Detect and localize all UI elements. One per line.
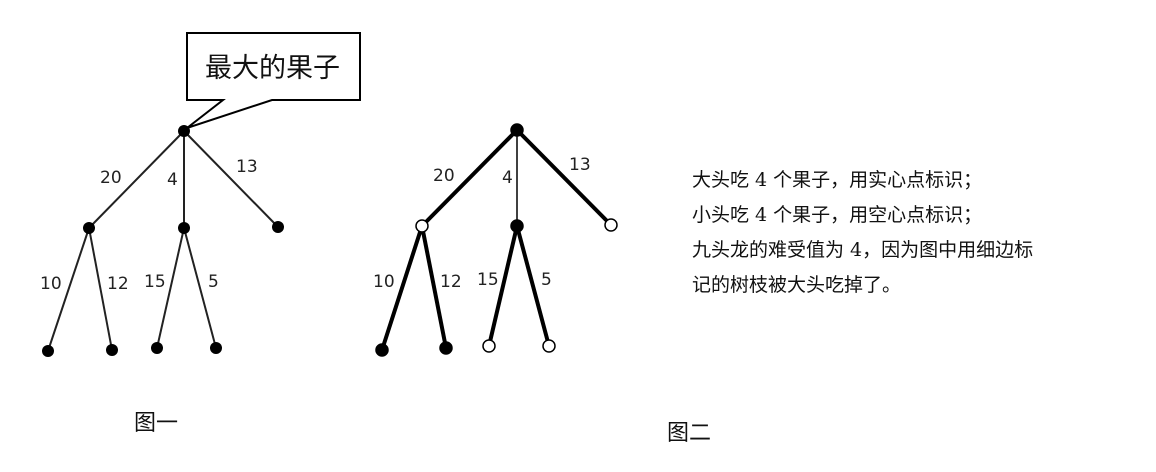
edge-label: 13 [569,155,591,175]
edge-20 [88,130,185,229]
edge-5 [515,225,551,347]
edge-label: 10 [40,274,62,294]
edge-12 [88,227,113,351]
node [151,342,163,354]
edge-15 [156,227,185,349]
figure2-caption: 图二 [667,421,712,446]
note-line: 小头吃 4 个果子，用空心点标识； [692,204,983,226]
node [106,344,118,356]
note-line: 记的树枝被大头吃掉了。 [692,274,902,296]
node [272,221,284,233]
callout-box [186,32,361,129]
edge-label: 12 [107,274,129,294]
node-filled [510,123,524,137]
node-hollow [415,219,429,233]
edge-15 [487,225,519,347]
edge-label: 12 [440,272,462,292]
edge-label: 5 [208,272,219,292]
figure1-edges [47,130,279,352]
node-root [178,125,190,137]
callout-text: 最大的果子 [205,53,340,84]
figure2-edges [380,128,613,351]
edge-label: 20 [433,166,455,186]
edge-label: 4 [502,168,513,188]
edge-10 [47,227,90,352]
edge-13 [515,128,613,227]
node [83,222,95,234]
note-line: 九头龙的难受值为 4，因为图中用细边标 [692,239,1034,261]
node [210,342,222,354]
edge-label: 15 [477,270,499,290]
figure2-nodes [375,123,618,357]
edge-13 [183,130,279,228]
edge-5 [183,227,217,349]
edge-label: 5 [541,270,552,290]
edge-10 [380,225,424,351]
edge-label: 13 [236,157,258,177]
edge-label: 15 [144,272,166,292]
edge-label: 4 [167,170,178,190]
figure1-nodes [42,125,284,357]
node-filled [439,341,453,355]
edge-20 [420,128,519,228]
node-filled [510,219,524,233]
edge-label: 10 [373,272,395,292]
node [178,222,190,234]
edge-12 [420,225,448,349]
node-hollow [604,218,618,232]
node-hollow [482,339,496,353]
explanation-text: 大头吃 4 个果子，用实心点标识； 小头吃 4 个果子，用空心点标识； 九头龙的… [692,163,1033,303]
edge-label: 20 [100,168,122,188]
note-line: 大头吃 4 个果子，用实心点标识； [692,169,983,191]
figure1-caption: 图一 [134,411,179,436]
node [42,345,54,357]
node-filled [375,343,389,357]
node-hollow [542,339,556,353]
